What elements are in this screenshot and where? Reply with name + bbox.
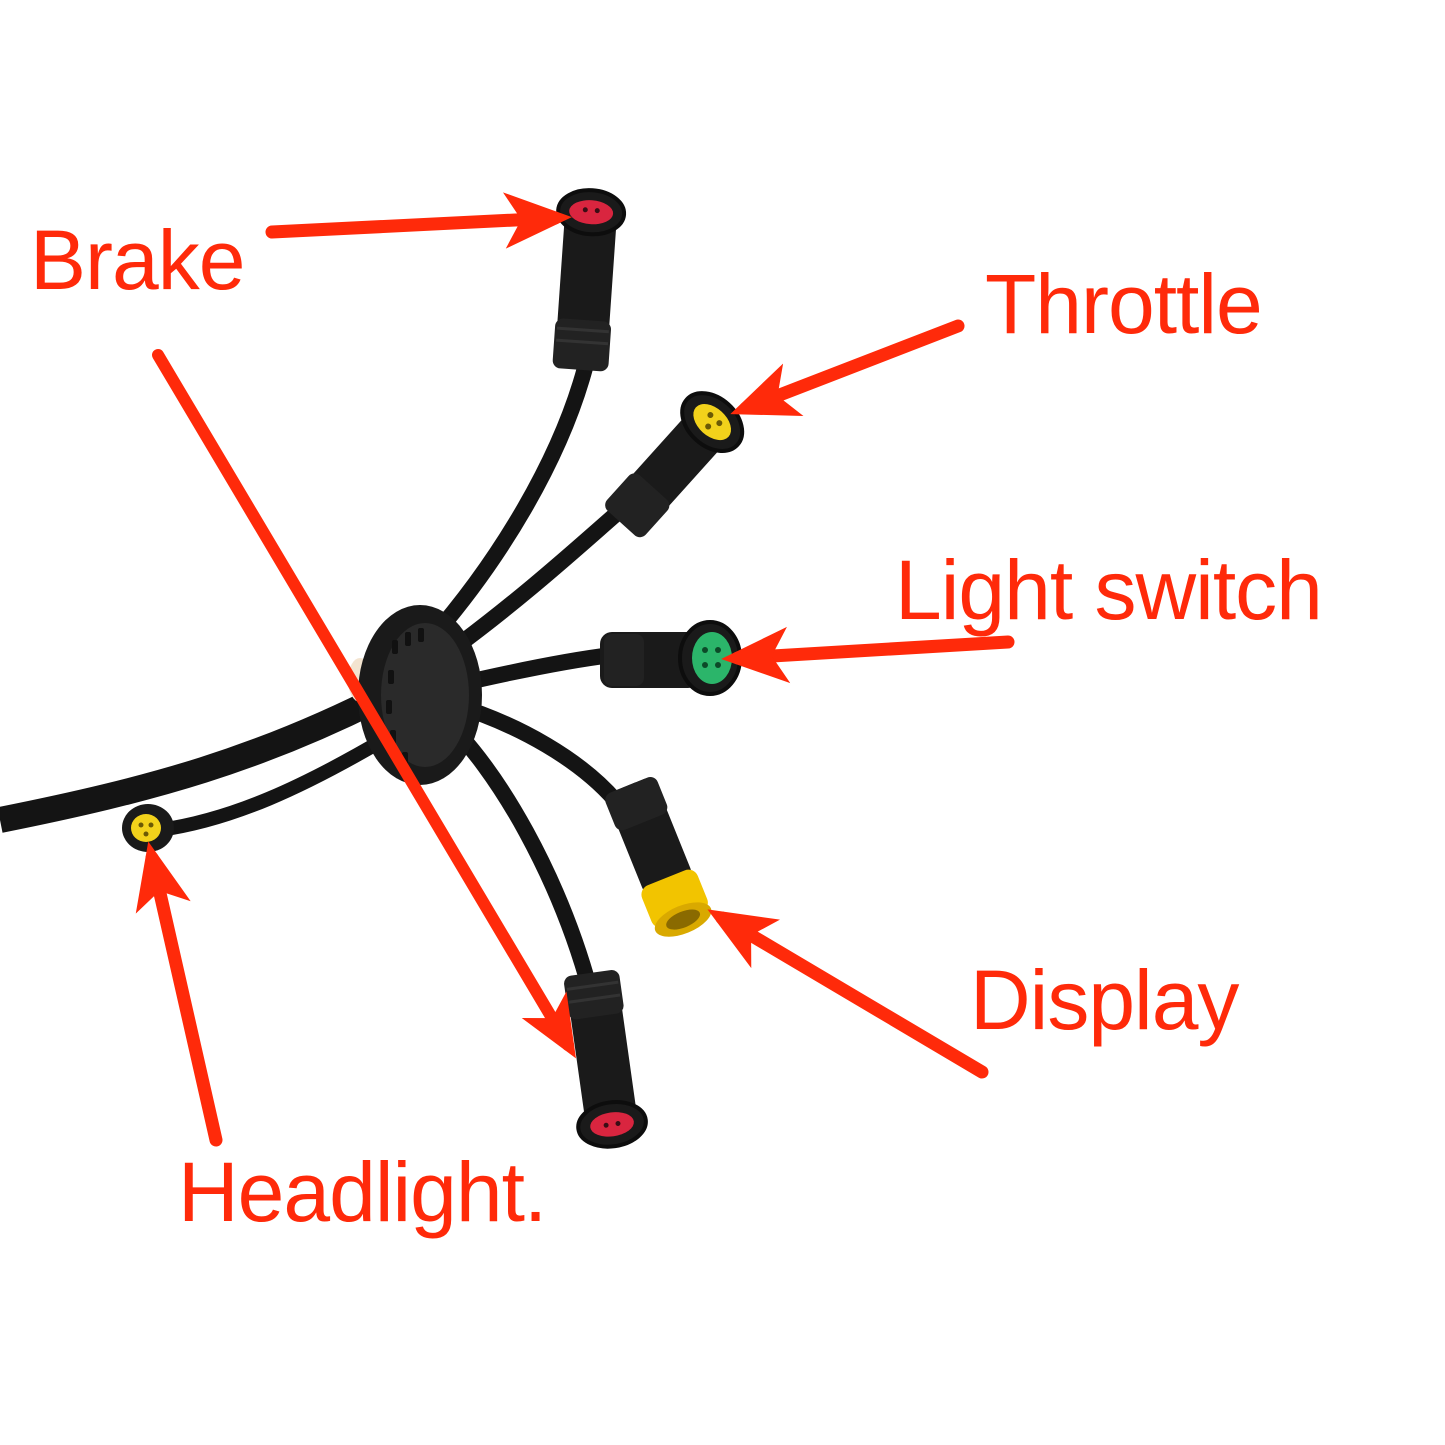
throttle-pin-face xyxy=(693,404,732,441)
display-arrow-icon xyxy=(707,909,989,1079)
main-cable xyxy=(0,678,401,833)
headlight-connector xyxy=(122,804,174,852)
cable-group xyxy=(0,365,622,993)
headlight-pin-face xyxy=(131,814,161,842)
brake-top-arrow-icon xyxy=(265,192,572,249)
throttle-cable xyxy=(440,508,621,662)
cable-hub xyxy=(348,605,482,785)
brake-connector-bottom xyxy=(564,969,648,1149)
throttle-arrow-icon xyxy=(730,319,965,416)
brake-label: Brake xyxy=(30,213,245,307)
throttle-connector xyxy=(605,391,745,538)
brake-top-cable xyxy=(423,365,593,646)
headlight-arrow-icon xyxy=(135,841,223,1147)
brake-top-pin-face xyxy=(569,200,614,225)
annotation-arrows xyxy=(135,192,1015,1147)
throttle-label: Throttle xyxy=(985,257,1263,351)
brake-bottom-pin-face xyxy=(590,1112,634,1137)
headlight-cable xyxy=(159,723,404,837)
display-connector xyxy=(605,777,712,937)
light-switch-arrow-icon xyxy=(721,626,1015,684)
headlight-label: Headlight. xyxy=(178,1145,547,1239)
display-label: Display xyxy=(970,953,1239,1047)
brake-bottom-arrow-icon xyxy=(152,349,576,1059)
light-switch-label: Light switch xyxy=(895,543,1323,637)
light-switch-connector xyxy=(600,620,742,696)
light-switch-pin-face xyxy=(692,632,732,684)
